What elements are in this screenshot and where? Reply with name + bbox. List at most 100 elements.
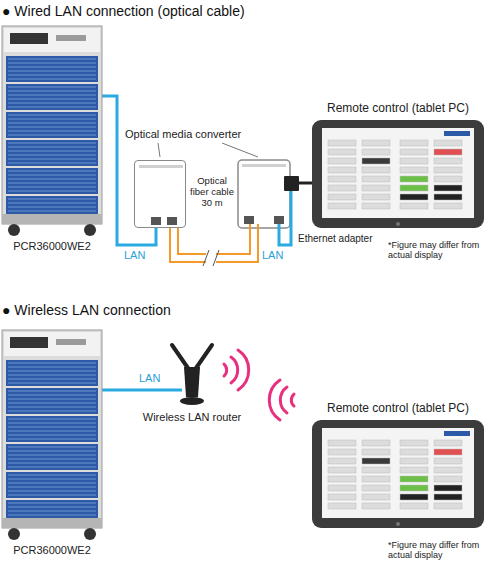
vent-line [8,399,96,400]
blue-panel [6,84,98,110]
screen-control [400,449,428,455]
screen-control [362,158,390,164]
power-supply-cabinet: PCR36000WE2 [2,26,102,236]
vent-line [8,95,96,96]
lan-port [151,217,161,225]
vent-line [8,407,96,408]
screen-control [434,158,462,164]
screen-control [434,476,462,482]
display [10,33,48,44]
vent-line [8,375,96,376]
vent-line [8,363,96,364]
screen-control [400,503,428,509]
screen-control [328,167,356,173]
adapter-cable [299,182,312,185]
vent-line [8,479,96,480]
blue-panel [6,472,98,498]
converter-detail [242,164,286,167]
device-label: Remote control (tablet PC) [327,102,469,116]
screen-control [434,194,462,200]
screen-control [400,440,428,446]
blue-panel [6,444,98,470]
vent-line [8,459,96,460]
vent-line [8,131,96,132]
screen-control [362,440,390,446]
screen-control [362,194,390,200]
screen-control [400,458,428,464]
blue-panel [6,168,98,194]
vent-line [8,427,96,428]
fiber-cable [178,224,250,254]
shape-drawing [2,330,102,540]
cable-break [206,250,216,266]
cabinet-base [2,518,102,528]
fiber-port [244,216,254,224]
vent-line [8,67,96,68]
note-text: *Figure may differ from actual display [388,540,492,561]
screen-control [400,158,428,164]
screen-control [434,449,462,455]
blue-panel [6,56,98,82]
screen-control [362,449,390,455]
screen [322,428,474,518]
screen-control [400,203,428,209]
screen-control [362,467,390,473]
wave [291,394,294,406]
caster-wheel [8,528,20,540]
vent-line [8,431,96,432]
vent-line [8,483,96,484]
vent-line [8,191,96,192]
note-text: *Figure may differ from actual display [388,240,492,261]
wave [231,357,238,383]
screen-control [328,449,356,455]
screen-control [400,476,428,482]
vent-line [8,423,96,424]
screen-logo [444,131,470,136]
screen-control [328,140,356,146]
front-panel [4,332,100,356]
vent-line [8,155,96,156]
shape-drawing [312,120,484,228]
screen-control [328,185,356,191]
tablet-pc: Remote control (tablet PC) [312,120,484,228]
vent-line [8,187,96,188]
vent-line [8,515,96,516]
vent-line [8,207,96,208]
lan-port [274,216,284,224]
wave [269,380,280,420]
vent-line [8,467,96,468]
vent-line [8,491,96,492]
screen-control [328,476,356,482]
screen-control [434,485,462,491]
shape-drawing [135,161,187,229]
caster-wheel [84,224,96,236]
vent-line [8,455,96,456]
vent-line [8,135,96,136]
device-label: Optical media converter [125,128,241,141]
cabinet-body [2,26,102,224]
vent-line [8,511,96,512]
vent-line [8,179,96,180]
fiber-port [167,217,177,225]
screen-control [400,494,428,500]
note-text: Optical fiber cable 30 m [187,176,237,209]
screen-control [400,185,428,191]
vent-line [8,143,96,144]
screen-control [434,140,462,146]
vent-line [8,447,96,448]
cable-label: LAN [262,249,283,262]
screen-control [362,503,390,509]
section-heading: ● Wired LAN connection (optical cable) [2,3,245,19]
screen-control [362,458,390,464]
vent-line [8,371,96,372]
shape-drawing [312,420,484,528]
screen-control [434,503,462,509]
screen-control [328,158,356,164]
device-label: Wireless LAN router [143,411,241,424]
vent-line [8,411,96,412]
blue-panel [6,388,98,414]
cable-label: LAN [137,372,162,385]
vent-line [8,107,96,108]
wave [238,350,249,390]
